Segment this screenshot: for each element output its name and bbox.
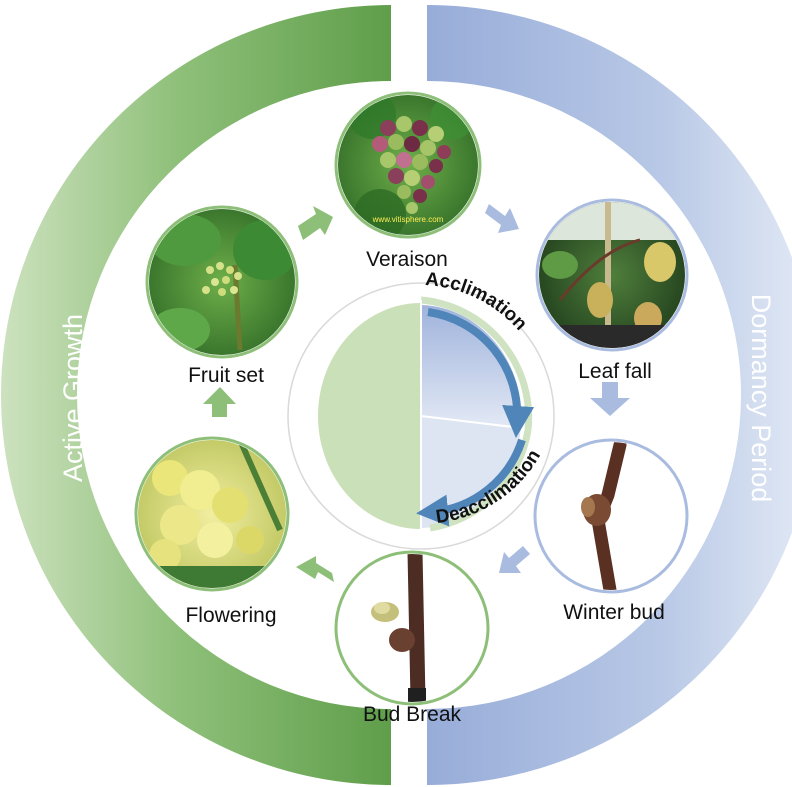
dormancy-period-label: Dormancy Period (746, 294, 776, 503)
veraison-photo: www.vitisphere.com (336, 91, 480, 241)
arrow-veraison-to-leaffall (485, 204, 519, 233)
stage-label-leaf-fall: Leaf fall (578, 360, 652, 383)
winter-bud-photo (535, 440, 687, 592)
veraison-watermark: www.vitisphere.com (372, 215, 444, 224)
arrow-fruitset-to-veraison (298, 206, 333, 240)
stage-label-fruit-set: Fruit set (188, 364, 264, 387)
fruit-set-photo (147, 207, 297, 357)
stage-label-flowering: Flowering (185, 604, 276, 627)
stage-label-winter-bud: Winter bud (563, 601, 665, 624)
bud-break-photo (336, 552, 488, 704)
arrow-leaffall-to-winterbud (590, 382, 630, 416)
stage-label-veraison: Veraison (366, 248, 448, 271)
arrow-budbreak-to-flowering (296, 556, 334, 582)
active-growth-label: Active Growth (58, 314, 88, 482)
stage-label-bud-break: Bud Break (363, 703, 462, 726)
arrow-flowering-to-fruitset (203, 387, 236, 417)
flowering-photo (136, 438, 288, 590)
arrow-winterbud-to-budbreak (499, 546, 530, 573)
leaf-fall-photo (537, 200, 687, 350)
